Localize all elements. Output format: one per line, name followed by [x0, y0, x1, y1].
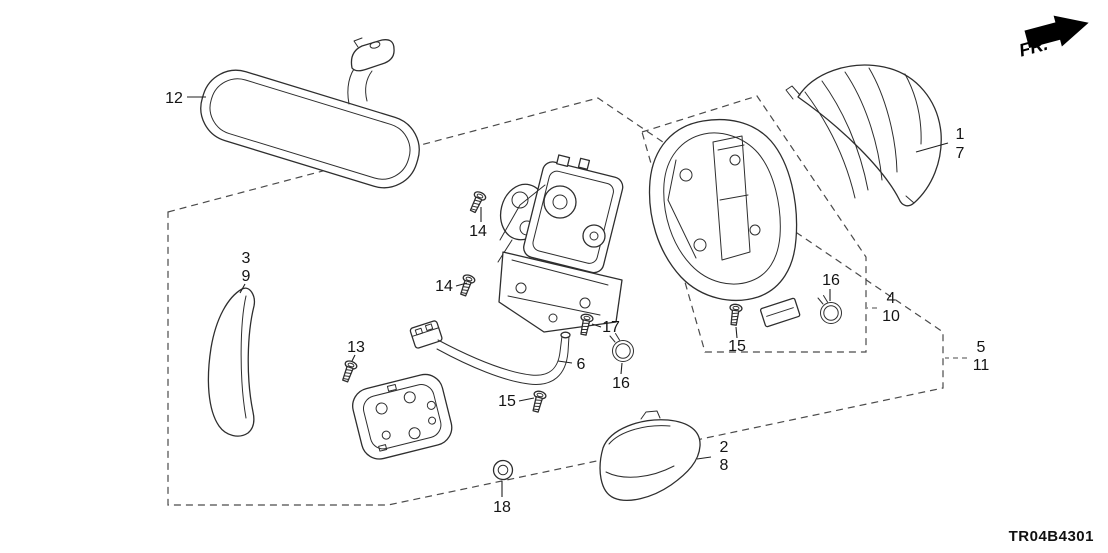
- base-gasket-plate: [352, 373, 453, 460]
- assembly-boundary-dashed: [167, 97, 944, 506]
- callout-7: 7: [956, 145, 965, 162]
- front-label: FR.: [1017, 34, 1050, 61]
- callout-6: 6: [577, 356, 586, 373]
- lower-cover: [599, 410, 701, 501]
- callout-12: 12: [165, 90, 183, 107]
- callout-15-right: 15: [728, 338, 746, 355]
- callout-10: 10: [882, 308, 900, 325]
- callout-15-left: 15: [498, 393, 516, 410]
- grommet: [492, 459, 514, 481]
- callout-1: 1: [956, 126, 965, 143]
- callout-14-top: 14: [469, 223, 487, 240]
- callout-5: 5: [977, 339, 986, 356]
- clamp-16-left: [609, 333, 634, 362]
- callout-9: 9: [242, 268, 251, 285]
- diagram-code: TR04B4301: [1009, 528, 1094, 545]
- callout-17: 17: [602, 319, 620, 336]
- callout-16-right: 16: [822, 272, 840, 289]
- callout-18: 18: [493, 499, 511, 516]
- housing-boundary-dashed: [641, 95, 867, 353]
- mirror-housing: [648, 118, 801, 328]
- interior-rearview-mirror: [200, 37, 420, 189]
- callout-2: 2: [720, 439, 729, 456]
- callout-3: 3: [242, 250, 251, 267]
- callout-11: 11: [973, 357, 990, 374]
- callouts: 12 1 7 14 14 3 9 13 6 17 16 15 18 2 8 15…: [165, 90, 989, 516]
- screw-13: [338, 358, 359, 384]
- screw-15-left: [529, 389, 548, 414]
- callout-16-left: 16: [612, 375, 630, 392]
- callout-8: 8: [720, 457, 729, 474]
- screw-15-right: [727, 302, 744, 327]
- leader-lines: [187, 96, 967, 497]
- harness-stay: [409, 320, 571, 385]
- callout-14-mid: 14: [435, 278, 453, 295]
- front-arrow-icon: [1024, 15, 1089, 49]
- door-mirror-cover: [785, 64, 942, 207]
- callout-4: 4: [887, 290, 896, 307]
- screw-14-top: [466, 189, 488, 215]
- callout-13: 13: [347, 339, 365, 356]
- front-direction-indicator: [1024, 15, 1089, 49]
- mirror-glass: [207, 287, 256, 437]
- mirror-actuator: [497, 154, 624, 333]
